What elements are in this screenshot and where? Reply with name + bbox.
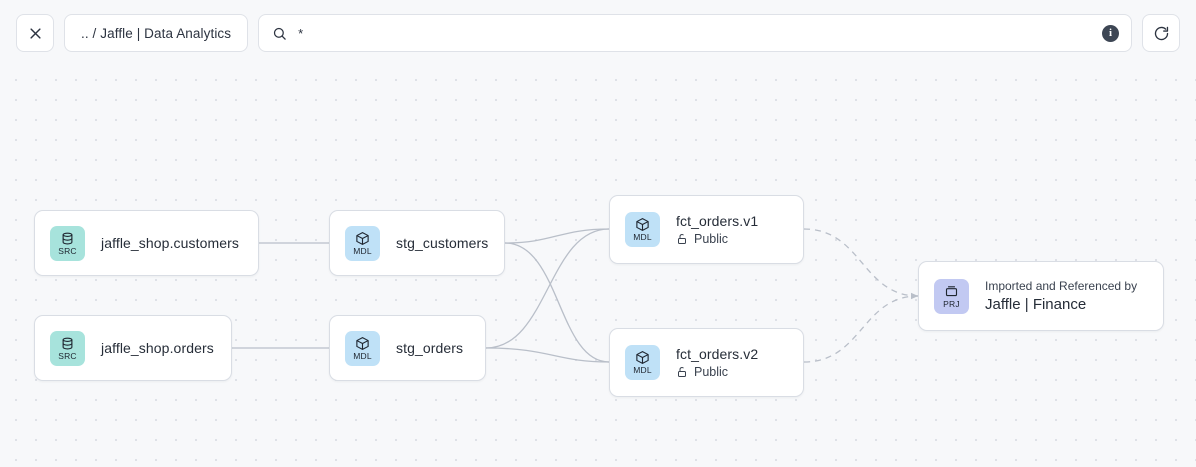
- node-title: stg_orders: [396, 340, 464, 356]
- graph-node-jaffle-finance[interactable]: PRJ Imported and Referenced by Jaffle | …: [918, 261, 1164, 331]
- node-text: fct_orders.v2 Public: [676, 346, 758, 379]
- graph-node-stg-customers[interactable]: MDL stg_customers: [329, 210, 505, 276]
- graph-node-fct-orders-v2[interactable]: MDL fct_orders.v2 Public: [609, 328, 804, 397]
- graph-node-jaffle-shop-customers[interactable]: SRC jaffle_shop.customers: [34, 210, 259, 276]
- badge-src: SRC: [50, 330, 85, 366]
- close-icon: [28, 26, 43, 41]
- badge-label: MDL: [353, 245, 372, 256]
- node-title: fct_orders.v2: [676, 346, 759, 362]
- search-input[interactable]: * i: [258, 14, 1132, 52]
- breadcrumb-label: .. / Jaffle | Data Analytics: [81, 25, 232, 41]
- badge-label: SRC: [58, 350, 77, 361]
- badge-label: MDL: [353, 350, 372, 361]
- unlock-icon: [676, 233, 688, 245]
- badge-label: PRJ: [943, 298, 960, 309]
- close-button[interactable]: [16, 14, 54, 52]
- node-text: stg_orders: [396, 340, 463, 356]
- badge-mdl: MDL: [345, 225, 380, 261]
- badge-mdl: MDL: [345, 330, 380, 366]
- info-icon[interactable]: i: [1102, 24, 1119, 42]
- node-visibility: Public: [676, 232, 758, 246]
- visibility-label: Public: [694, 365, 729, 379]
- visibility-label: Public: [694, 232, 729, 246]
- cube-icon: [635, 217, 650, 232]
- cube-icon: [355, 231, 370, 246]
- graph-node-fct-orders-v1[interactable]: MDL fct_orders.v1 Public: [609, 195, 804, 264]
- badge-label: SRC: [58, 245, 77, 256]
- breadcrumb-button[interactable]: .. / Jaffle | Data Analytics: [64, 14, 249, 52]
- badge-src: SRC: [50, 225, 85, 261]
- badge-mdl: MDL: [625, 345, 660, 380]
- node-caption: Imported and Referenced by: [985, 279, 1138, 293]
- archive-icon: [944, 284, 959, 299]
- refresh-button[interactable]: [1142, 14, 1180, 52]
- cube-icon: [355, 336, 370, 351]
- search-icon: [272, 26, 287, 41]
- database-icon: [60, 336, 75, 351]
- toolbar: .. / Jaffle | Data Analytics * i: [0, 0, 1196, 66]
- node-title: fct_orders.v1: [676, 213, 759, 229]
- node-text: jaffle_shop.orders: [101, 340, 214, 356]
- search-value: *: [298, 26, 304, 40]
- node-text: jaffle_shop.customers: [101, 235, 239, 251]
- node-visibility: Public: [676, 365, 758, 379]
- graph-node-jaffle-shop-orders[interactable]: SRC jaffle_shop.orders: [34, 315, 232, 381]
- refresh-icon: [1153, 25, 1170, 42]
- node-title: Jaffle | Finance: [985, 296, 1087, 313]
- unlock-icon: [676, 366, 688, 378]
- badge-prj: PRJ: [934, 278, 969, 314]
- node-text: fct_orders.v1 Public: [676, 213, 758, 246]
- badge-mdl: MDL: [625, 212, 660, 247]
- database-icon: [60, 231, 75, 246]
- node-title: stg_customers: [396, 235, 489, 251]
- node-text: stg_customers: [396, 235, 488, 251]
- node-text: Imported and Referenced by Jaffle | Fina…: [985, 279, 1137, 313]
- badge-label: MDL: [633, 365, 652, 376]
- badge-label: MDL: [633, 232, 652, 243]
- graph-node-stg-orders[interactable]: MDL stg_orders: [329, 315, 486, 381]
- node-title: jaffle_shop.customers: [101, 235, 240, 251]
- node-title: jaffle_shop.orders: [101, 340, 214, 356]
- cube-icon: [635, 350, 650, 365]
